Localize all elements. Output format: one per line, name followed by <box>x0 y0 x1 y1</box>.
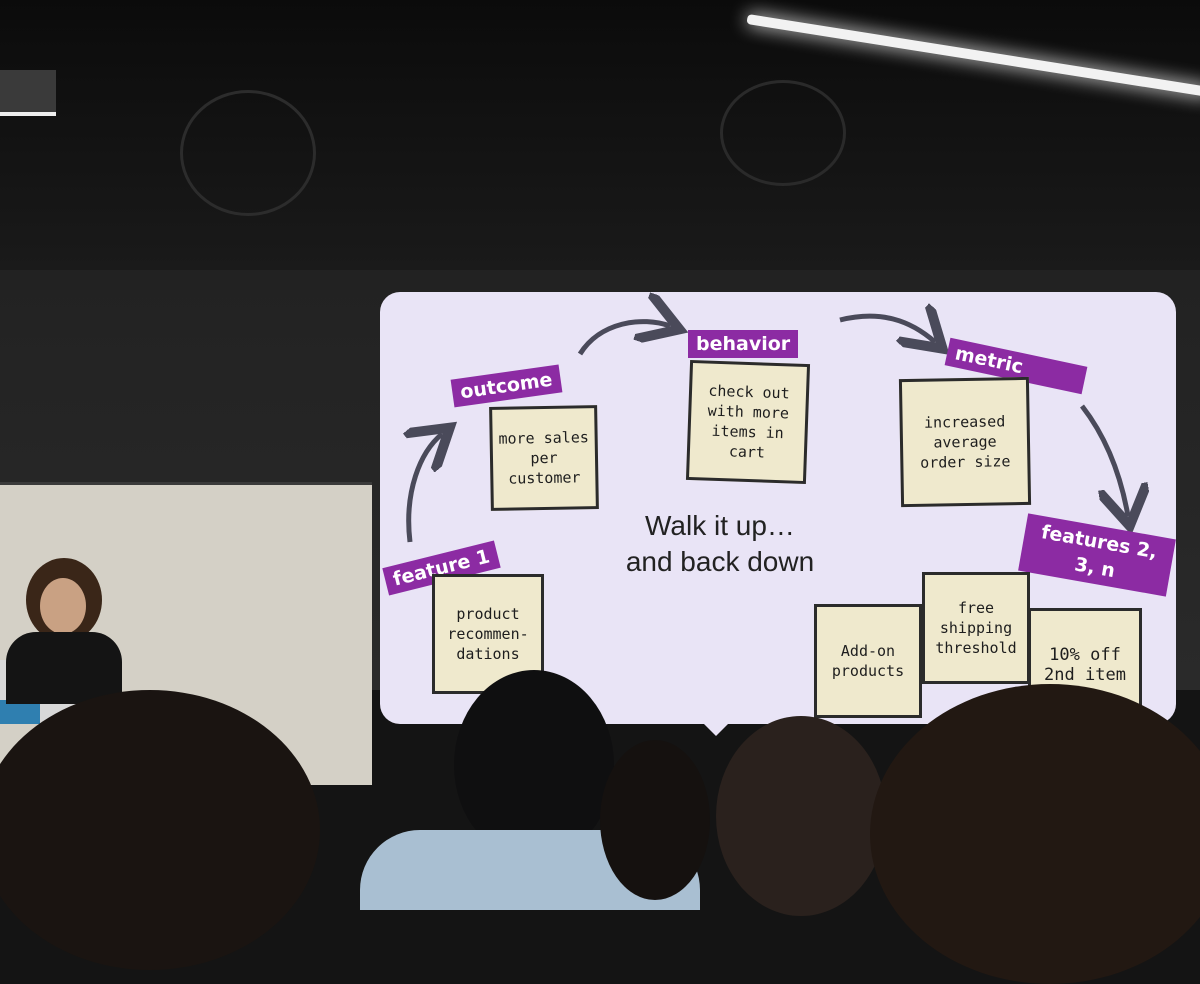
arrow-feature-to-outcome <box>409 434 442 542</box>
note-metric: increased average order size <box>899 377 1031 507</box>
audience-head <box>0 690 320 970</box>
note-behavior: check out with more items in cart <box>686 360 810 484</box>
audience-head <box>716 716 886 916</box>
stage-light-fixture <box>720 80 846 186</box>
note-outcome: more sales per customer <box>489 405 599 511</box>
slide-center-text: Walk it up… and back down <box>520 508 920 580</box>
arrow-outcome-to-behavior <box>580 322 670 354</box>
speaker-face <box>40 578 86 634</box>
arrow-metric-to-features <box>1082 406 1128 516</box>
audience-head <box>870 684 1200 984</box>
audience-head <box>600 740 710 900</box>
stage-light-fixture <box>180 90 316 216</box>
conference-room-photo: outcome more sales per customer behavior… <box>0 0 1200 900</box>
label-behavior: behavior <box>688 330 798 358</box>
arrow-behavior-to-metric <box>840 316 935 342</box>
center-line-2: and back down <box>520 544 920 580</box>
audience <box>0 660 1200 900</box>
center-line-1: Walk it up… <box>520 508 920 544</box>
ceiling-light-left <box>0 70 56 116</box>
